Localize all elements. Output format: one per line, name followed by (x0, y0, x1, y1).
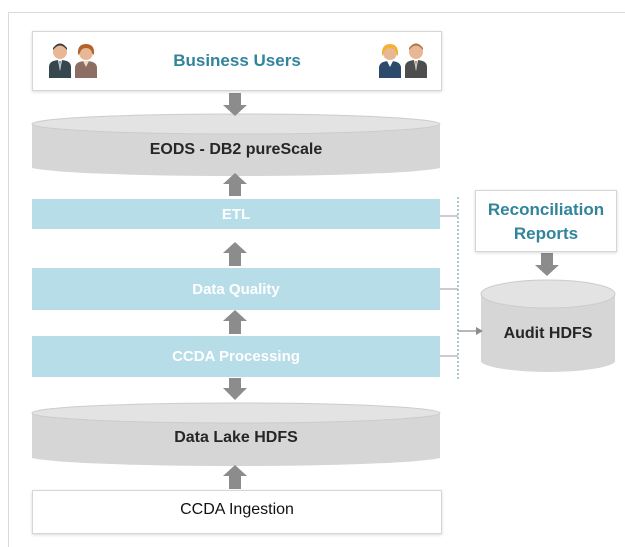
data-quality-label: Data Quality (192, 280, 280, 298)
user-icon (405, 43, 427, 78)
arrow-down-recon-to-audit (535, 253, 559, 276)
reconciliation-reports-box: Reconciliation Reports (475, 190, 617, 252)
arrow-up-ccda-to-dq (223, 310, 247, 334)
user-icon (379, 44, 401, 78)
user-icon (75, 44, 97, 78)
ccda-ingestion-label: CCDA Ingestion (180, 501, 294, 518)
user-icon (49, 43, 71, 78)
reconciliation-label-line1: Reconciliation (487, 200, 605, 219)
arrow-down-users-to-eods (223, 93, 247, 116)
reconciliation-label-line2: Reports (513, 224, 579, 243)
frame-top-line (8, 12, 625, 13)
audit-hdfs-label: Audit HDFS (503, 325, 593, 342)
etl-band: ETL (32, 199, 440, 229)
ccda-ingestion-box: CCDA Ingestion (32, 490, 442, 534)
ccda-processing-label: CCDA Processing (172, 348, 300, 365)
bracket-connector (440, 197, 483, 380)
arrow-up-etl-to-eods (223, 173, 247, 196)
arrow-double-ccda-datalake (223, 378, 247, 400)
arrow-up-dq-to-etl (223, 242, 247, 266)
arrow-up-ingestion-to-datalake (223, 465, 247, 489)
eods-cylinder (31, 113, 441, 177)
etl-label: ETL (221, 205, 251, 223)
ccda-processing-band: CCDA Processing (32, 336, 440, 377)
business-users-box: Business Users (32, 31, 442, 91)
frame-left-line (8, 12, 9, 547)
eods-label: EODS - DB2 pureScale (149, 141, 323, 158)
data-lake-label: Data Lake HDFS (174, 429, 298, 446)
data-quality-band: Data Quality (32, 268, 440, 310)
data-lake-cylinder (31, 402, 441, 467)
audit-hdfs-cylinder (480, 279, 616, 372)
business-users-title: Business Users (173, 51, 301, 70)
